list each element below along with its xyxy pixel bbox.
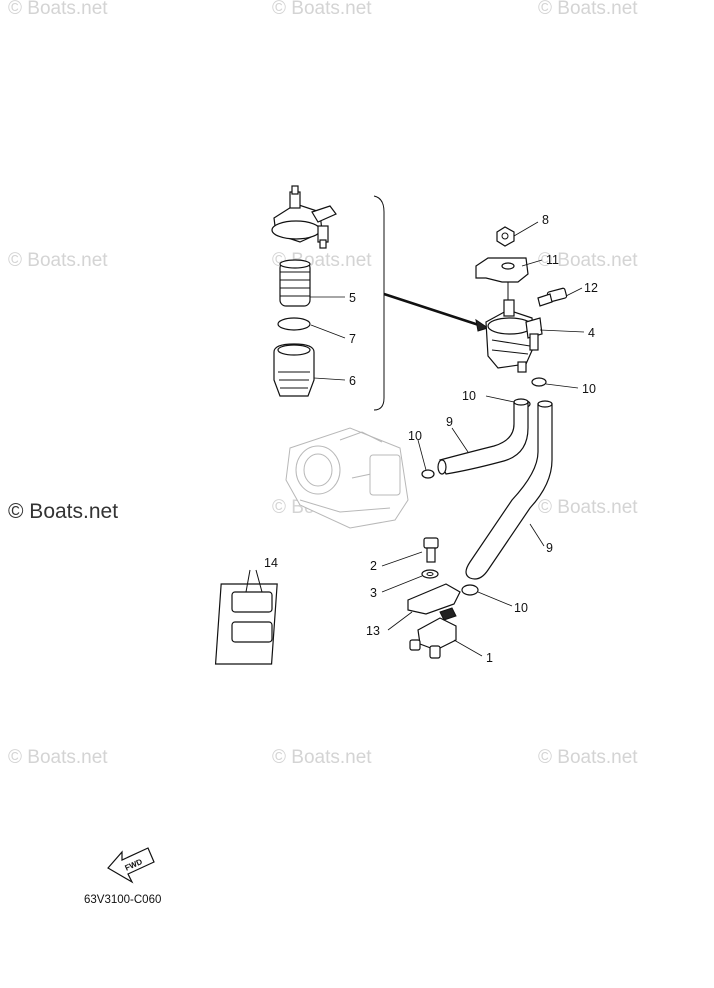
callout-1: 1 <box>486 651 493 665</box>
callout-8: 8 <box>542 213 549 227</box>
washer <box>421 569 439 579</box>
watermark: © Boats.net <box>538 250 638 271</box>
callout-5: 5 <box>349 291 356 305</box>
callout-12: 12 <box>584 281 598 295</box>
forward-arrow-icon: FWD <box>107 847 155 884</box>
fuel-hose-upper <box>437 398 529 475</box>
bolt <box>537 287 568 307</box>
watermark-prominent: © Boats.net <box>8 500 118 523</box>
fuel-joint <box>409 607 457 659</box>
callout-6: 6 <box>349 374 356 388</box>
o-ring <box>277 317 311 331</box>
hose-clamp <box>461 584 479 596</box>
watermark: © Boats.net <box>272 0 372 19</box>
group-bracket <box>373 195 385 411</box>
callout-9: 9 <box>546 541 553 555</box>
filter-bracket <box>475 257 529 283</box>
watermark: © Boats.net <box>8 747 108 768</box>
filter-cup <box>273 343 315 397</box>
watermark: © Boats.net <box>8 0 108 19</box>
callout-10: 10 <box>408 429 422 443</box>
callout-10: 10 <box>462 389 476 403</box>
callout-2: 2 <box>370 559 377 573</box>
callout-14: 14 <box>264 556 278 570</box>
assembly-arrow <box>383 292 489 330</box>
carburetor-ghost <box>285 427 409 529</box>
callout-4: 4 <box>588 326 595 340</box>
callout-labels: 5 7 6 8 11 12 4 10 10 10 9 9 10 2 3 13 1… <box>264 213 598 665</box>
hose-clamp <box>421 469 435 479</box>
hose-clamp <box>531 377 547 387</box>
leader-lines <box>310 221 585 657</box>
nut <box>496 226 515 247</box>
diagram-code: 63V3100-C060 <box>84 894 161 906</box>
callout-10: 10 <box>582 382 596 396</box>
fuel-hose-lower <box>465 400 553 580</box>
filter-exploded-group <box>271 185 490 411</box>
callout-9: 9 <box>446 415 453 429</box>
mounting-bracket <box>407 583 461 615</box>
filter-element <box>279 259 311 307</box>
filter-head-exploded <box>271 185 337 249</box>
warning-decal <box>214 569 278 665</box>
watermark: © Boats.net <box>272 747 372 768</box>
callout-13: 13 <box>366 624 380 638</box>
watermark: © Boats.net <box>538 497 638 518</box>
watermark: © Boats.net <box>538 747 638 768</box>
watermark: © Boats.net <box>538 0 638 19</box>
arrow-head <box>475 318 490 332</box>
callout-11: 11 <box>546 253 559 267</box>
callout-3: 3 <box>370 586 377 600</box>
fuel-filter-assembly <box>475 226 568 373</box>
screw <box>423 537 439 563</box>
watermark: © Boats.net <box>8 250 108 271</box>
callout-10: 10 <box>514 601 528 615</box>
callout-7: 7 <box>349 332 356 346</box>
